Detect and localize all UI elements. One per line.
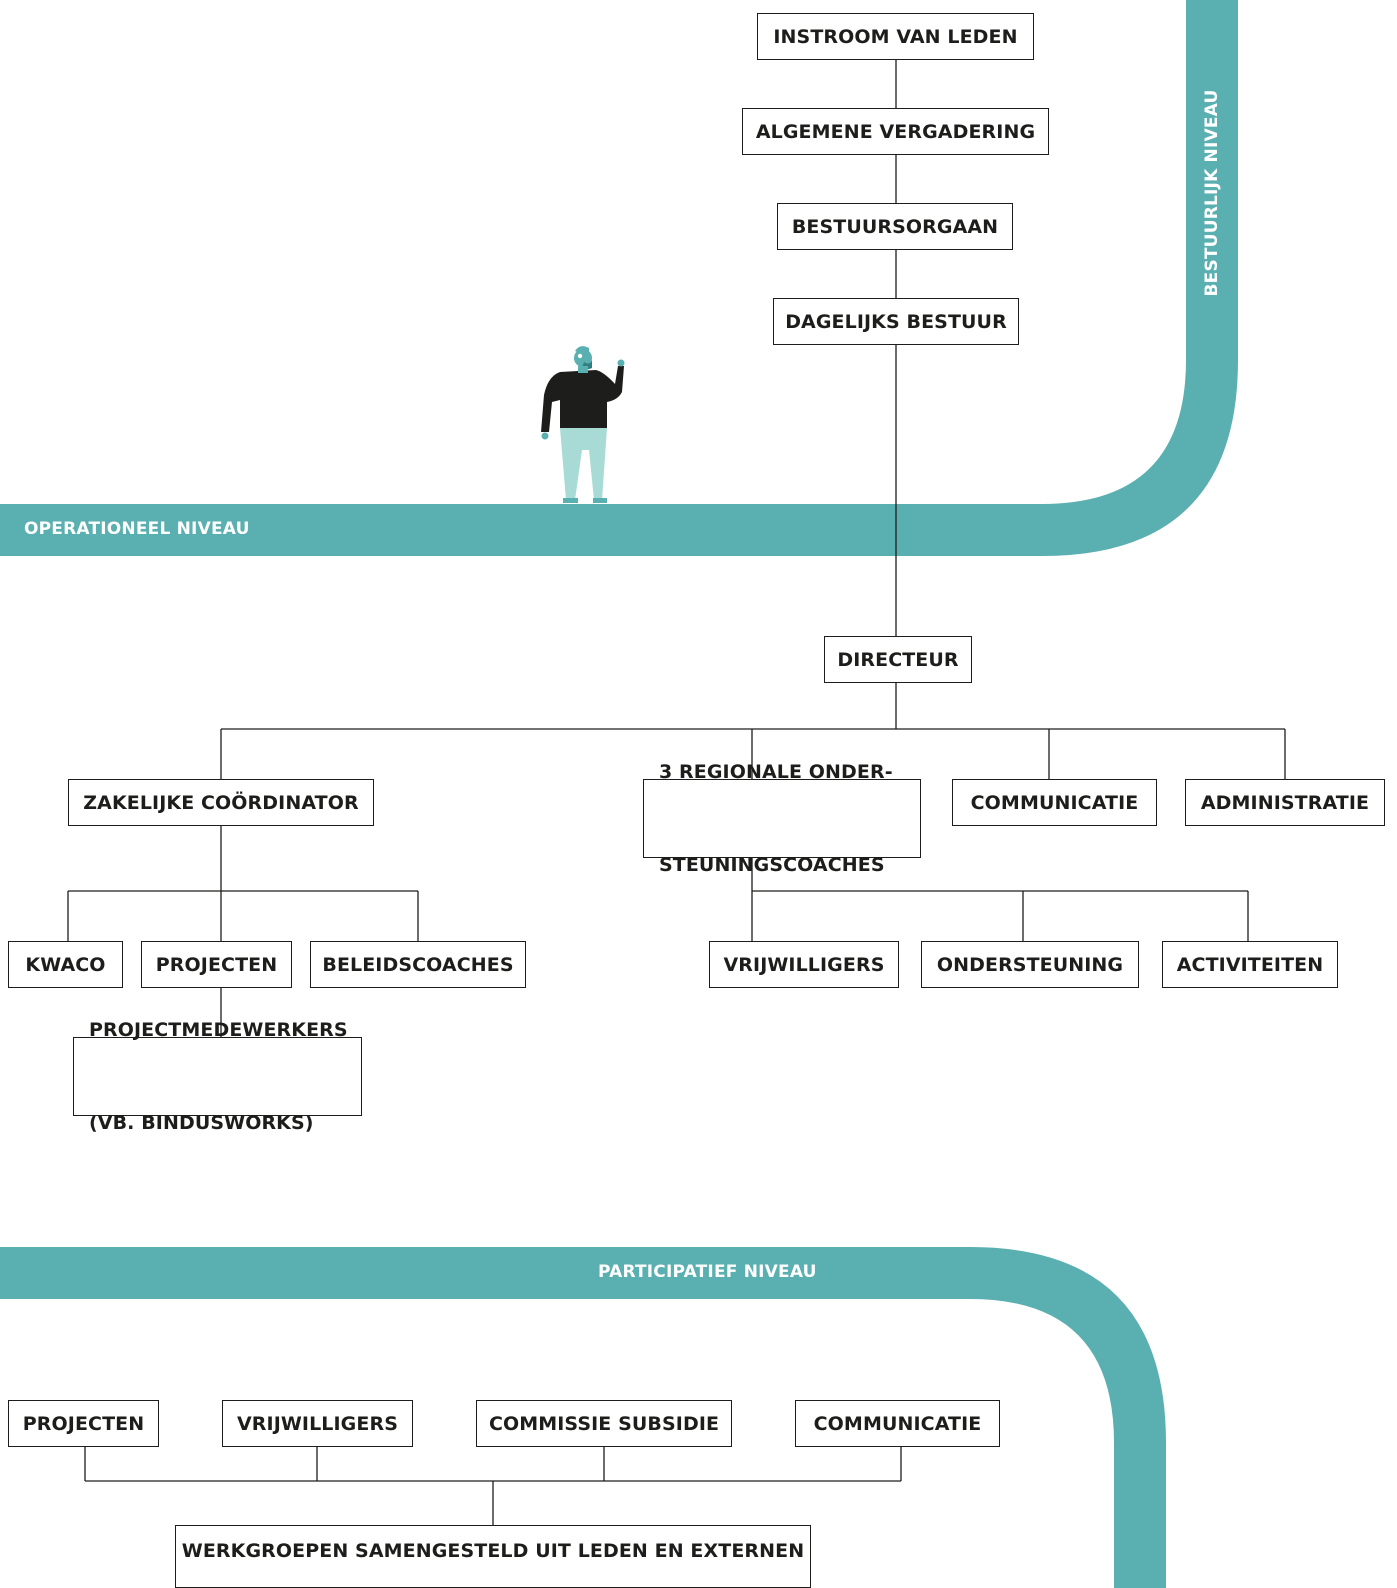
ondersteuning-box: ONDERSTEUNING — [921, 941, 1139, 988]
directeur-box: DIRECTEUR — [824, 636, 972, 683]
regionale-coaches-box: 3 REGIONALE ONDER- STEUNINGSCOACHES — [643, 761, 921, 876]
vrijwilligers-box: VRIJWILLIGERS — [709, 941, 899, 988]
bestuurlijk-band — [0, 0, 1238, 556]
beleidscoaches-box: BELEIDSCOACHES — [310, 941, 526, 988]
part-communicatie-box: COMMUNICATIE — [795, 1400, 1000, 1447]
projectmedewerkers-box: PROJECTMEDEWERKERS (VB. BINDUSWORKS) — [73, 1019, 362, 1134]
werkgroepen-box: WERKGROEPEN SAMENGESTELD UIT LEDEN EN EX… — [175, 1525, 811, 1588]
projecten-box: PROJECTEN — [141, 941, 292, 988]
regionale-coaches-line2: STEUNINGSCOACHES — [659, 853, 885, 876]
participatief-niveau-label: PARTICIPATIEF NIVEAU — [598, 1262, 817, 1282]
commissie-subsidie-box: COMMISSIE SUBSIDIE — [476, 1400, 732, 1447]
regionale-coaches-line1: 3 REGIONALE ONDER- — [659, 760, 893, 783]
projectmedewerkers-line2: (VB. BINDUSWORKS) — [89, 1111, 314, 1134]
person-illustration — [541, 346, 625, 503]
kwaco-box: KWACO — [8, 941, 123, 988]
algemene-vergadering-box: ALGEMENE VERGADERING — [742, 108, 1049, 155]
instroom-van-leden-box: INSTROOM VAN LEDEN — [757, 13, 1034, 60]
projectmedewerkers-line1: PROJECTMEDEWERKERS — [89, 1018, 348, 1041]
participatief-band — [0, 1247, 1166, 1588]
operationeel-niveau-label: OPERATIONEEL NIVEAU — [24, 519, 250, 539]
activiteiten-box: ACTIVITEITEN — [1162, 941, 1338, 988]
bestuurlijk-niveau-label: BESTUURLIJK NIVEAU — [1202, 89, 1222, 297]
dagelijks-bestuur-box: DAGELIJKS BESTUUR — [773, 298, 1019, 345]
communicatie-box: COMMUNICATIE — [952, 779, 1157, 826]
connector-lines — [67, 60, 1286, 1526]
bestuursorgaan-box: BESTUURSORGAAN — [777, 203, 1013, 250]
part-projecten-box: PROJECTEN — [8, 1400, 159, 1447]
administratie-box: ADMINISTRATIE — [1185, 779, 1385, 826]
part-vrijwilligers-box: VRIJWILLIGERS — [222, 1400, 413, 1447]
zakelijke-coordinator-box: ZAKELIJKE COÖRDINATOR — [68, 779, 374, 826]
